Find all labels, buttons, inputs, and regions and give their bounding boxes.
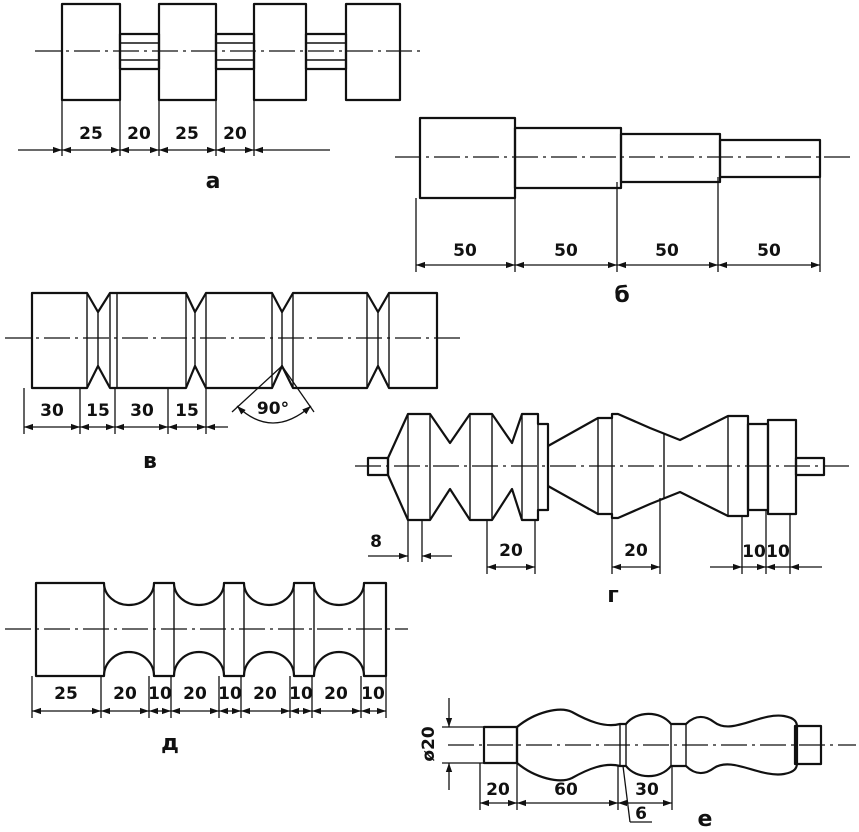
figure-a-collar-4 [344, 2, 402, 102]
figure-b-step-4 [718, 138, 822, 179]
figure-g-dim-1: 8 [370, 532, 382, 552]
figure-b-dim-3: 50 [655, 241, 679, 261]
figure-e-dim-2: 60 [554, 780, 578, 800]
figure-a-dim-3: 25 [175, 124, 199, 144]
figure-d-dimensions: 25 20 10 20 10 20 10 20 10 д [31, 676, 387, 756]
figure-b-step-1 [418, 116, 517, 200]
figure-a-shaft [35, 2, 425, 102]
figure-d-dim-3: 10 [148, 684, 172, 704]
figure-v-outline [30, 291, 439, 390]
figure-v-dim-4: 15 [175, 401, 199, 421]
figure-v-caption: в [143, 449, 157, 474]
figure-d-caption: д [161, 731, 179, 756]
figure-b-dim-4: 50 [757, 241, 781, 261]
figure-g-ring-1 [746, 422, 770, 512]
figure-d-dim-2: 20 [113, 684, 137, 704]
figure-v-v-groove-shaft [5, 291, 462, 390]
figure-e-right-stub [793, 724, 823, 766]
figure-g-dim-2: 20 [499, 541, 523, 561]
figure-g-dim-4: 10 [742, 542, 766, 562]
figure-d-dim-6: 20 [253, 684, 277, 704]
figure-b-caption: б [614, 283, 629, 308]
figure-e-dim-3: 30 [635, 780, 659, 800]
figure-b-step-3 [619, 132, 722, 184]
figure-v-dim-1: 30 [40, 401, 64, 421]
figure-g-outline [386, 412, 550, 522]
figure-a-caption: а [206, 169, 221, 194]
figure-b-dim-1: 50 [453, 241, 477, 261]
figure-d-dim-4: 20 [183, 684, 207, 704]
figure-g-dim-3: 20 [624, 541, 648, 561]
figure-e-diameter-label: ø20 [419, 726, 439, 762]
figure-e-outline [515, 708, 799, 782]
figure-e-curved-profile-shaft [448, 708, 856, 782]
figure-v-dimensions: 30 15 30 15 90° в [23, 365, 315, 474]
figure-g-double-cone-shaft [355, 412, 852, 522]
figure-e-dimensions: ø20 20 60 30 6 е [419, 698, 712, 832]
figure-d-dim-7: 10 [289, 684, 313, 704]
figure-v-dim-2: 15 [86, 401, 110, 421]
figure-d-dim-5: 10 [218, 684, 242, 704]
figure-v-dim-3: 30 [130, 401, 154, 421]
figure-g-dim-5: 10 [766, 542, 790, 562]
figure-g-caption: г [607, 583, 619, 608]
figure-b-stepped-shaft [395, 116, 850, 200]
figure-g-ring-2 [766, 418, 798, 516]
figure-e-caption: е [698, 807, 713, 832]
figure-b-step-2 [513, 126, 623, 190]
figure-d-dim-1: 25 [54, 684, 78, 704]
figure-a-dim-4: 20 [223, 124, 247, 144]
figure-a-collar-1 [60, 2, 122, 102]
figure-d-dim-8: 20 [324, 684, 348, 704]
figure-a-dim-1: 25 [79, 124, 103, 144]
figure-e-dim-1: 20 [486, 780, 510, 800]
figure-e-dim-4: 6 [635, 804, 647, 824]
figure-v-angle-label: 90° [257, 399, 289, 419]
figure-a-collar-2 [157, 2, 218, 102]
figure-a-collar-3 [252, 2, 308, 102]
figure-d-dim-9: 10 [361, 684, 385, 704]
figure-b-dimensions: 50 50 50 50 б [415, 177, 821, 308]
figure-g-dimensions: 8 20 20 10 10 г [368, 498, 822, 608]
figure-a-dim-2: 20 [127, 124, 151, 144]
figure-b-dim-2: 50 [554, 241, 578, 261]
figure-d-rounded-groove-shaft [5, 581, 408, 678]
figure-a-dimensions: 25 20 25 20 а [18, 100, 330, 194]
